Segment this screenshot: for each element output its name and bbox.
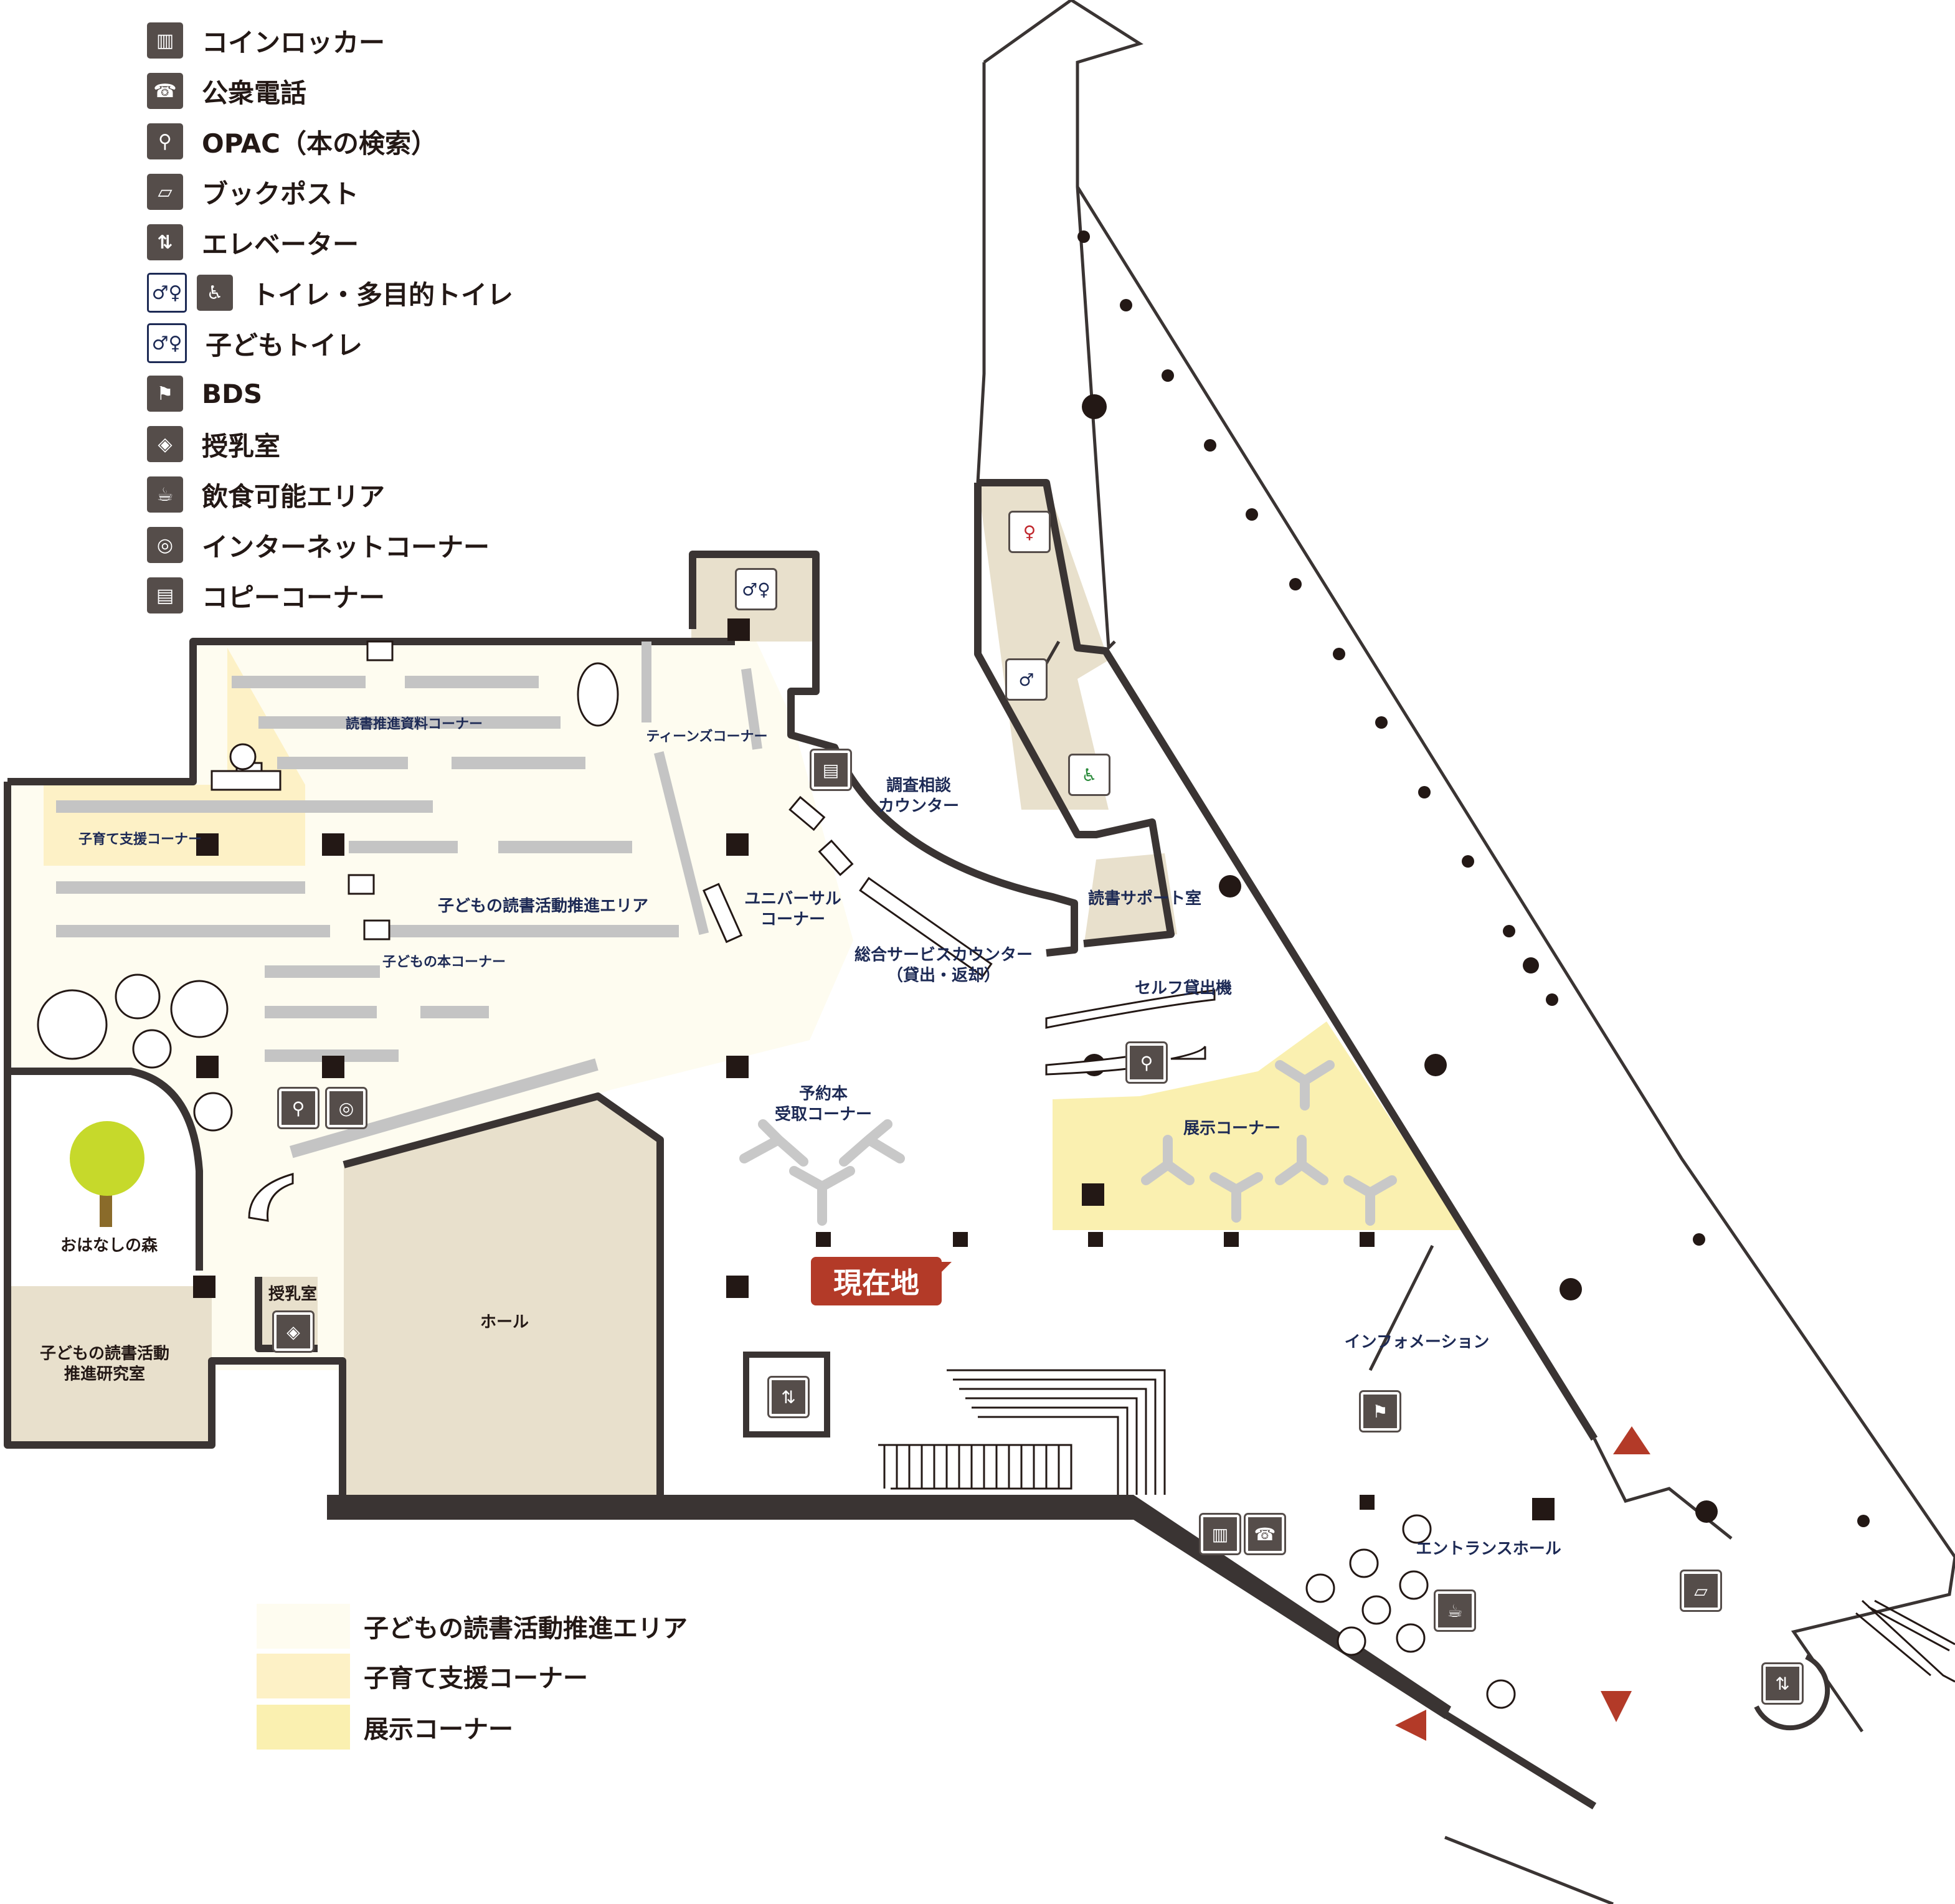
legend-label: OPAC（本の検索） bbox=[202, 128, 437, 159]
opac-search-icon: ⚲ bbox=[1127, 1043, 1166, 1082]
label-hall: ホール bbox=[480, 1312, 529, 1332]
area-legend-item: 子育て支援コーナー bbox=[257, 1654, 588, 1698]
copy-icon: ▤ bbox=[147, 577, 183, 613]
copy-icon: ▤ bbox=[812, 751, 850, 789]
eating-area-icon: ☕ bbox=[1436, 1591, 1474, 1630]
bookshelves bbox=[56, 642, 762, 1158]
legend-item: ▥ コインロッカー bbox=[147, 22, 385, 59]
area-legend-item: 展示コーナー bbox=[257, 1705, 513, 1750]
legend-label: BDS bbox=[202, 378, 263, 409]
legend-item: ▱ ブックポスト bbox=[147, 173, 359, 211]
legend-item: ♂♀ 子どもトイレ bbox=[147, 323, 363, 363]
label-reserve: 予約本 受取コーナー bbox=[774, 1084, 873, 1124]
label-childcare: 子育て支援コーナー bbox=[78, 831, 202, 848]
elevator-icon: ⇅ bbox=[769, 1378, 808, 1416]
label-self-checkout: セルフ貸出機 bbox=[1134, 978, 1233, 998]
label-exhibition: 展示コーナー bbox=[1183, 1119, 1281, 1138]
label-research-room: 子どもの読書活動 推進研究室 bbox=[39, 1344, 170, 1384]
current-location-marker: 現在地 bbox=[811, 1257, 952, 1305]
kids-restroom-icon: ♂♀ bbox=[147, 323, 187, 363]
columns bbox=[193, 618, 1555, 1520]
area-legend-label: 子育て支援コーナー bbox=[364, 1664, 588, 1693]
area-swatch bbox=[257, 1654, 350, 1698]
label-forest: おはなしの森 bbox=[60, 1236, 158, 1255]
legend-label: コピーコーナー bbox=[202, 582, 386, 613]
legend-label: トイレ・多目的トイレ bbox=[252, 279, 514, 310]
legend-label: ブックポスト bbox=[202, 178, 359, 209]
coin-locker-icon: ▥ bbox=[147, 22, 183, 59]
label-teens: ティーンズコーナー bbox=[646, 729, 768, 745]
area-swatch bbox=[257, 1705, 350, 1750]
label-reference-counter: 調査相談 カウンター bbox=[878, 776, 960, 816]
legend-item: ⚲ OPAC（本の検索） bbox=[147, 123, 437, 160]
area-legend-label: 子どもの読書活動推進エリア bbox=[364, 1614, 688, 1643]
hall-fill bbox=[344, 1096, 660, 1495]
entrance-arrows bbox=[1395, 1426, 1650, 1741]
opac-search-icon: ⚲ bbox=[147, 123, 183, 159]
public-phone-icon: ☎ bbox=[1246, 1515, 1284, 1553]
entrance-wall bbox=[1430, 1703, 1597, 1810]
thin-walls bbox=[976, 0, 1955, 1904]
label-reading-promo: 読書推進資料コーナー bbox=[345, 716, 483, 732]
legend-label: コインロッカー bbox=[202, 27, 386, 58]
exhibit-stands bbox=[739, 1060, 1397, 1226]
legend-item: ⇅ エレベーター bbox=[147, 224, 359, 261]
opac-search-icon: ⚲ bbox=[279, 1089, 318, 1127]
label-reading-support: 読書サポート室 bbox=[1087, 889, 1202, 908]
legend-item: ♂♀ ♿ トイレ・多目的トイレ bbox=[147, 273, 514, 313]
toilet-block-fill bbox=[978, 483, 1109, 810]
research-room-fill bbox=[7, 1286, 212, 1445]
legend-item: ⚑ BDS bbox=[147, 375, 262, 412]
elevator-icon: ⇅ bbox=[147, 224, 183, 260]
legend-item: ◈ 授乳室 bbox=[147, 425, 280, 463]
tree-icon bbox=[70, 1121, 144, 1227]
book-post-icon: ▱ bbox=[147, 174, 183, 210]
bottom-wall bbox=[327, 1495, 1451, 1719]
eating-area-icon: ☕ bbox=[147, 476, 183, 513]
area-swatch bbox=[257, 1604, 350, 1649]
legend-label: インターネットコーナー bbox=[202, 531, 490, 562]
elevator-ring bbox=[1754, 1654, 1830, 1731]
restroom-icon: ♂ bbox=[1007, 660, 1046, 699]
kids-restroom-icon: ♂♀ bbox=[737, 570, 775, 609]
restroom-icon: ♀ bbox=[1010, 513, 1049, 551]
book-post-icon: ▱ bbox=[1682, 1571, 1720, 1610]
reading-support-fill bbox=[1084, 853, 1177, 947]
legend-item: ▤ コピーコーナー bbox=[147, 577, 385, 614]
legend-item: ☕ 飲食可能エリア bbox=[147, 476, 385, 513]
legend-label: 飲食可能エリア bbox=[202, 481, 386, 512]
label-information: インフォメーション bbox=[1344, 1332, 1490, 1352]
elevator-frame bbox=[743, 1352, 830, 1437]
internet-icon: ◎ bbox=[327, 1089, 366, 1127]
label-entrance: エントランスホール bbox=[1416, 1539, 1561, 1558]
label-nursing: 授乳室 bbox=[268, 1284, 318, 1304]
internet-icon: ◎ bbox=[147, 527, 183, 563]
legend-item: ☎ 公衆電話 bbox=[147, 72, 306, 110]
legend-label: 子どもトイレ bbox=[206, 329, 363, 361]
legend-item: ◎ インターネットコーナー bbox=[147, 526, 490, 564]
bds-icon: ⚑ bbox=[1361, 1392, 1399, 1431]
restroom-icon: ♂♀ bbox=[147, 273, 187, 313]
legend-label: エレベーター bbox=[202, 229, 359, 260]
accessible-restroom-icon: ♿ bbox=[1070, 755, 1109, 794]
stairs bbox=[878, 1369, 1955, 1683]
area-legend-item: 子どもの読書活動推進エリア bbox=[257, 1604, 688, 1649]
round-tables bbox=[37, 662, 1516, 1709]
coin-locker-icon: ▥ bbox=[1201, 1515, 1239, 1553]
accessible-restroom-icon: ♿ bbox=[197, 275, 233, 311]
label-universal: ユニバーサル コーナー bbox=[744, 889, 841, 929]
nursing-room-icon: ◈ bbox=[274, 1312, 313, 1351]
nursing-room-icon: ◈ bbox=[147, 426, 183, 462]
label-kids-area: 子どもの読書活動推進エリア bbox=[437, 896, 649, 916]
area-legend-label: 展示コーナー bbox=[364, 1715, 513, 1744]
label-kids-books: 子どもの本コーナー bbox=[382, 954, 506, 970]
legend-label: 授乳室 bbox=[202, 430, 281, 462]
public-phone-icon: ☎ bbox=[147, 73, 183, 109]
legend-label: 公衆電話 bbox=[202, 77, 307, 108]
elevator-icon: ⇅ bbox=[1763, 1664, 1802, 1703]
bds-icon: ⚑ bbox=[147, 376, 183, 412]
label-general-counter: 総合サービスカウンター （貸出・返却） bbox=[854, 945, 1033, 985]
